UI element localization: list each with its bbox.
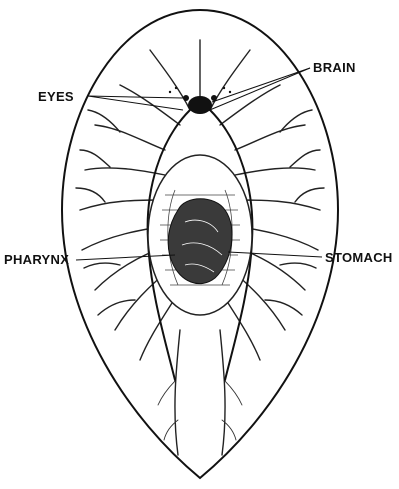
brain xyxy=(188,96,212,114)
label-pharynx: PHARYNX xyxy=(4,252,69,267)
label-eyes: EYES xyxy=(38,89,74,104)
label-stomach: STOMACH xyxy=(325,250,393,265)
label-brain: BRAIN xyxy=(313,60,356,75)
